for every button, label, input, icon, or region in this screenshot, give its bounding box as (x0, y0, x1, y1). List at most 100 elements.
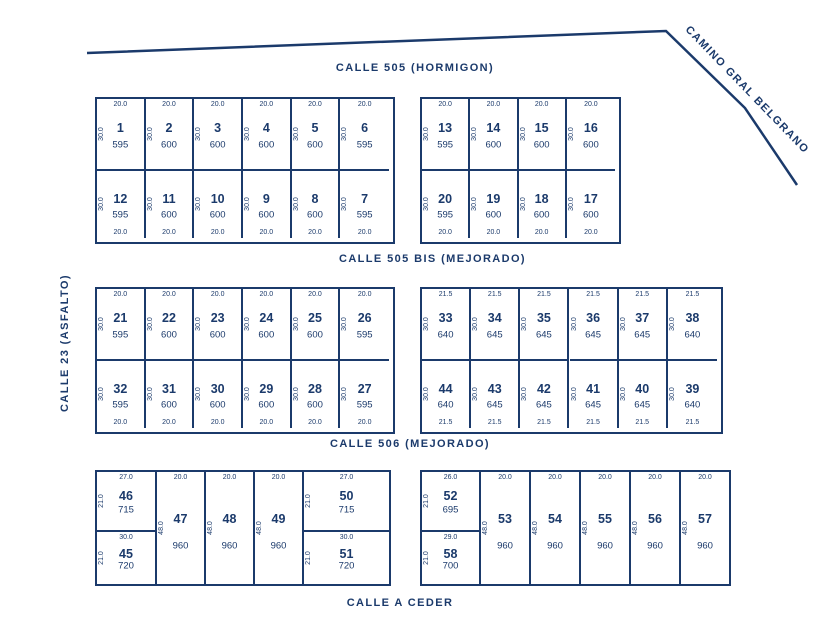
lot-area: 600 (533, 139, 550, 151)
lot-area: 600 (258, 399, 275, 411)
lot-dim-top: 21.5 (438, 291, 453, 298)
lot-dim-side: 30.0 (244, 126, 251, 141)
lot-area: 645 (585, 399, 602, 411)
lot-area: 720 (118, 560, 134, 572)
lot-number: 22 (162, 311, 176, 326)
lot-number: 38 (685, 311, 700, 326)
lot-dim-top: 20.0 (259, 291, 274, 298)
road-label-calle-505: CALLE 505 (HORMIGON) (335, 62, 495, 74)
lot-number: 54 (548, 512, 562, 527)
lot-number: 48 (222, 512, 237, 527)
lot-dim-top: 21.5 (487, 291, 502, 298)
lot-dim-side: 30.0 (98, 197, 105, 212)
lot-number: 46 (119, 489, 133, 504)
lot-dim-side: 30.0 (292, 126, 300, 141)
road-label-calle-23: CALLE 23 (ASFALTO) (59, 274, 71, 412)
lot-area: 600 (161, 139, 177, 151)
lot-dim-top: 21.5 (685, 291, 700, 298)
lot-number: 4 (262, 121, 270, 136)
lot-dim-side: 21.0 (423, 494, 430, 508)
lot-dim-top: 20.0 (698, 474, 712, 481)
lot-dim-side: 30.0 (521, 316, 529, 331)
lot-dim-side: 48.0 (632, 521, 639, 535)
lot-dim-top: 27.0 (119, 474, 133, 481)
lot-dim-side: 30.0 (423, 197, 430, 212)
lot-dim-top: 20.0 (259, 101, 274, 108)
lot-area: 600 (161, 209, 177, 221)
lot-area: 600 (307, 209, 323, 221)
road-boundary-line (86, 29, 799, 186)
lot-number: 35 (536, 311, 551, 326)
lot-number: 30 (210, 381, 225, 396)
lot-dim-side: 21.0 (423, 551, 430, 565)
lot-dim-top: 20.0 (222, 474, 237, 481)
lot-dim-top: 20.0 (308, 291, 322, 298)
lot-area: 600 (582, 209, 599, 221)
lot-number: 44 (438, 381, 453, 396)
lot-dim-top: 21.5 (635, 291, 650, 298)
lot-dim-side: 30.0 (567, 126, 575, 141)
lot-number: 49 (271, 512, 286, 527)
lot-number: 45 (119, 546, 133, 561)
lot-dim-top: 20.0 (210, 101, 225, 108)
lot-number: 23 (210, 311, 225, 326)
lot-number: 55 (598, 512, 612, 527)
lot-area: 600 (209, 139, 226, 151)
lot-dim-top: 30.0 (119, 534, 133, 541)
lot-dim-top: 20.0 (173, 474, 188, 481)
lot-number: 41 (586, 381, 601, 396)
lot-dim-side: 30.0 (244, 387, 251, 402)
lot-area: 595 (356, 209, 373, 221)
lot-dim-bottom: 20.0 (210, 229, 225, 236)
lot-dim-bottom: 20.0 (584, 229, 598, 236)
lot-dim-bottom: 20.0 (113, 419, 128, 426)
lot-number: 33 (438, 311, 453, 326)
lot-dim-side: 30.0 (471, 126, 479, 141)
lot-dim-bottom: 20.0 (113, 229, 128, 236)
lot-dim-side: 48.0 (158, 521, 165, 535)
lot-dim-side: 21.0 (98, 551, 105, 565)
lot-area: 600 (533, 209, 550, 221)
lot-area: 600 (258, 329, 275, 341)
lot-dim-top: 20.0 (584, 101, 598, 108)
lot-area: 960 (221, 540, 238, 552)
lot-number: 16 (583, 121, 598, 136)
lot-dim-top: 20.0 (357, 101, 372, 108)
lot-dim-top: 29.0 (443, 534, 458, 541)
lot-number: 31 (162, 381, 176, 396)
lot-dim-bottom: 20.0 (438, 229, 452, 236)
lot-number: 57 (698, 512, 712, 527)
lot-dim-side: 30.0 (341, 197, 349, 212)
lot-dim-side: 30.0 (668, 316, 676, 331)
lot-area: 645 (634, 329, 651, 341)
lot-dim-side: 30.0 (519, 126, 527, 141)
lot-dim-side: 30.0 (98, 387, 105, 402)
lot-dim-top: 20.0 (210, 291, 225, 298)
lot-dim-bottom: 20.0 (162, 419, 176, 426)
lot-number: 56 (648, 512, 662, 527)
lot-dim-top: 20.0 (308, 101, 322, 108)
lot-number: 47 (173, 512, 188, 527)
lot-dim-top: 20.0 (357, 291, 372, 298)
lot-number: 42 (536, 381, 551, 396)
lot-dim-side: 30.0 (423, 126, 430, 141)
lot-area: 600 (258, 209, 275, 221)
lot-dim-side: 30.0 (146, 387, 154, 402)
